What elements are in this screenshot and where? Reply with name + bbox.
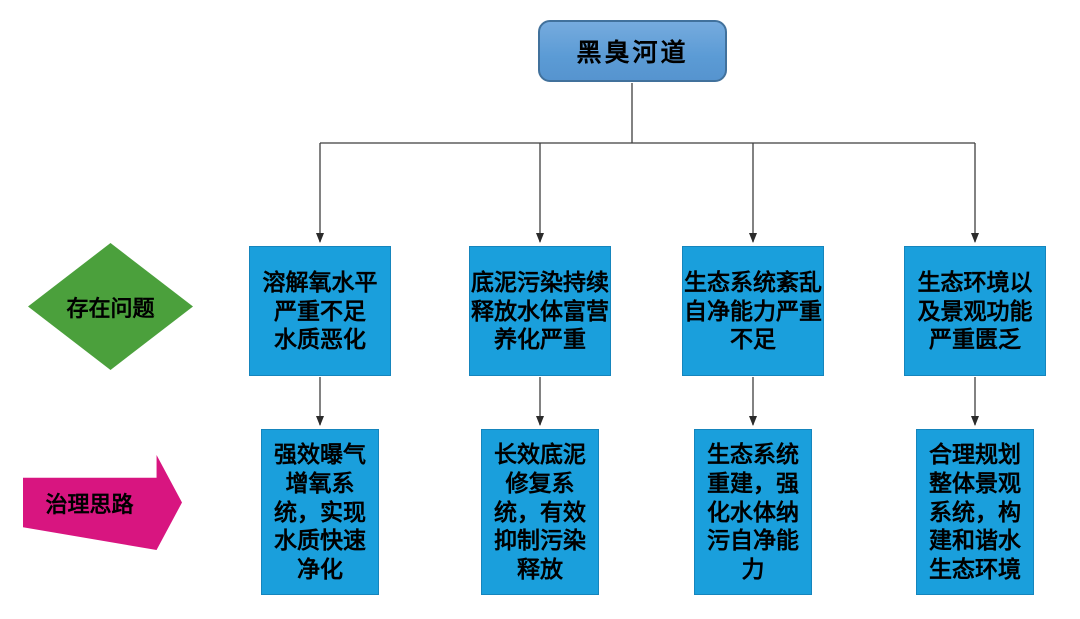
solution-box-3: 生态系统 重建，强 化水体纳 污自净能 力 [694, 429, 812, 595]
problem-box-1: 溶解氧水平 严重不足 水质恶化 [249, 246, 391, 376]
solution-box-2: 长效底泥 修复系 统，有效 抑制污染 释放 [481, 429, 599, 595]
problem-box-4-text: 生态环境以 及景观功能 严重匮乏 [917, 268, 1033, 353]
problem-box-3: 生态系统紊乱 自净能力严重 不足 [682, 246, 824, 376]
problem-box-4: 生态环境以 及景观功能 严重匮乏 [904, 246, 1046, 376]
solution-box-2-text: 长效底泥 修复系 统，有效 抑制污染 释放 [494, 440, 586, 583]
problem-box-2: 底泥污染持续 释放水体富营 养化严重 [469, 246, 611, 376]
problem-box-3-text: 生态系统紊乱 自净能力严重 不足 [684, 268, 822, 353]
problem-box-1-text: 溶解氧水平 严重不足 水质恶化 [262, 268, 378, 353]
problem-box-2-text: 底泥污染持续 释放水体富营 养化严重 [471, 268, 609, 353]
solution-box-1-text: 强效曝气 增氧系 统，实现 水质快速 净化 [274, 440, 366, 583]
problems-row-diamond: 存在问题 [28, 243, 193, 370]
solution-box-4-text: 合理规划 整体景观 系统，构 建和谐水 生态环境 [929, 440, 1021, 583]
solution-box-3-text: 生态系统 重建，强 化水体纳 污自净能 力 [707, 440, 799, 583]
solutions-row-arrow: 治理思路 [23, 455, 182, 550]
root-node-label: 黑臭河道 [576, 40, 689, 67]
solutions-row-label: 治理思路 [45, 491, 134, 517]
problems-row-label: 存在问题 [66, 295, 155, 321]
root-node: 黑臭河道 [538, 20, 727, 82]
solution-box-4: 合理规划 整体景观 系统，构 建和谐水 生态环境 [916, 429, 1034, 595]
solution-box-1: 强效曝气 增氧系 统，实现 水质快速 净化 [261, 429, 379, 595]
